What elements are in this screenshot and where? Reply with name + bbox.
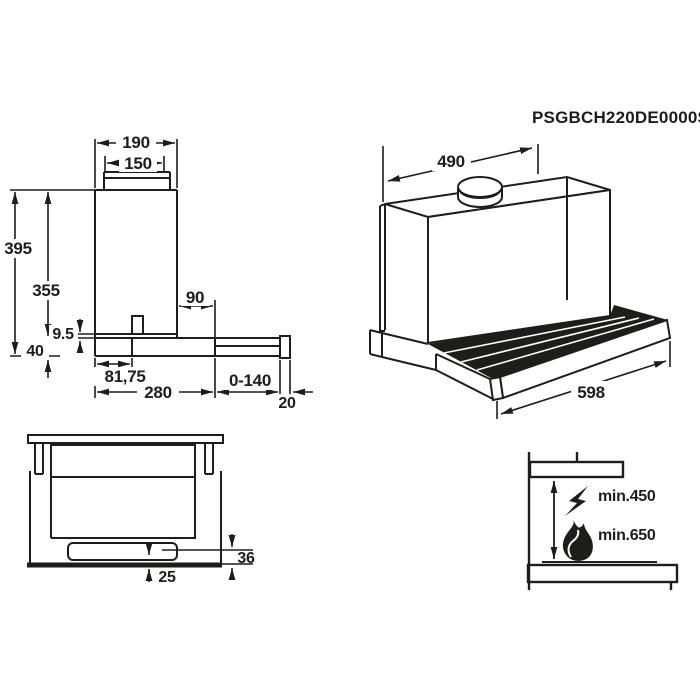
front-view-labels: 36 25 [158,550,255,586]
front-panel-end [279,335,291,359]
side-view-body [94,189,178,356]
front-view-diagram: 36 25 [27,434,255,586]
dim-gap: 9.5 [52,326,74,343]
dim-telescopic-travel: 0-140 [229,371,271,390]
side-view-labels: 190 150 395 355 9.5 40 90 81,75 280 0-14… [1,133,300,412]
front-panel-strip [67,542,178,561]
counter-bar [526,563,679,584]
clearance-labels: min.450 min.650 [598,488,656,544]
dim-total-height: 395 [4,239,31,258]
flame-icon [562,519,593,561]
side-view-telescopic-bar [95,335,291,359]
product-code: PSGBCH220DE0000S [532,108,700,127]
side-view-chimney [103,171,171,190]
dim-front-panel-width: 598 [577,383,604,402]
dim-casing-width: 490 [437,152,464,171]
hood-casing-front [50,444,196,539]
lightning-icon [565,486,588,516]
dim-rear-offset: 90 [186,288,204,307]
mounting-bracket [131,315,144,335]
dim-chimney-inner-width: 150 [124,154,151,173]
pullout-shelf-top [428,305,668,379]
plinth [369,329,494,400]
clearance-diagram: min.450 min.650 [526,452,679,590]
cabinet [27,471,222,568]
dim-panel-height: 36 [237,550,255,567]
dim-bracket-offset: 81,75 [104,367,145,386]
dim-front-panel-thickness: 20 [278,395,296,412]
side-view-diagram: 190 150 395 355 9.5 40 90 81,75 280 0-14… [1,133,313,412]
dim-chimney-outer-width: 190 [122,133,149,152]
perspective-view-diagram: 490 598 [369,144,672,419]
dim-panel-clearance: 25 [158,569,176,586]
front-view-dimension-lines [145,534,253,582]
dim-body-height: 355 [32,281,59,300]
worktop [27,434,224,444]
duct-spigot [457,176,503,208]
perspective-labels: 490 598 [432,151,611,402]
dim-depth: 280 [144,383,171,402]
dim-bottom-height: 40 [26,343,44,360]
gas-min-distance: min.650 [598,527,656,544]
electric-min-distance: min.450 [598,488,656,505]
hood-bottom-bar [528,460,625,479]
side-brackets [34,443,214,475]
